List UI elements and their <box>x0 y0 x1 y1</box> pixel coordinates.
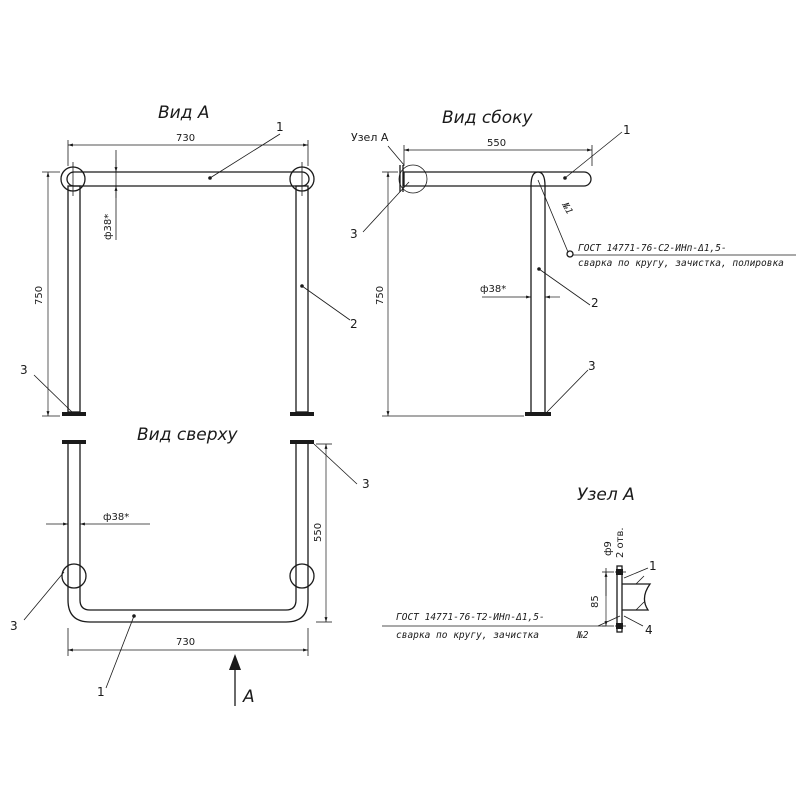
top-depth-label: 550 <box>313 523 324 542</box>
top-u-tube-inner <box>79 444 297 611</box>
node-callout-1: 1 <box>649 559 657 573</box>
side-diameter-label: ф38* <box>480 284 506 295</box>
side-callout-3a: 3 <box>350 227 358 241</box>
side-node-label: Узел А <box>351 131 389 144</box>
node-weld-note-line2: сварка по кругу, зачистка <box>396 630 539 641</box>
node-weld-mark: №2 <box>576 630 589 641</box>
front-left-post <box>67 185 81 413</box>
side-base <box>525 412 551 416</box>
side-callout-2: 2 <box>591 296 599 310</box>
top-width-label: 730 <box>176 637 195 648</box>
top-left-base <box>62 440 86 444</box>
top-view: Вид сверху 550 730 ф38* А 1 <box>10 425 370 707</box>
node-callout-4: 4 <box>645 623 653 637</box>
top-u-tube-outer <box>67 444 309 623</box>
side-height-label: 750 <box>375 286 386 305</box>
front-view-title: Вид А <box>158 103 210 123</box>
front-callout-2: 2 <box>350 317 358 331</box>
top-diameter-label: ф38* <box>103 512 129 523</box>
side-weld-mark: №1 <box>559 200 575 216</box>
top-callout-3a: 3 <box>362 477 370 491</box>
side-callout-3b: 3 <box>588 359 596 373</box>
top-callout-3b: 3 <box>10 619 18 633</box>
front-view: Вид А 730 750 ф38* 1 <box>20 103 358 417</box>
side-view: Вид сбоку 550 750 ф38* Узел А №1 Г <box>350 108 796 417</box>
side-weld-note-line2: сварка по кругу, зачистка, полировка <box>578 258 784 269</box>
front-right-base <box>290 412 314 416</box>
front-left-base <box>62 412 86 416</box>
top-callout-1: 1 <box>97 685 105 699</box>
node-view-title: Узел А <box>577 485 635 505</box>
side-weld-note-line1: ГОСТ 14771-76-С2-ИНп-Δ1,5- <box>578 243 727 254</box>
side-view-title: Вид сбоку <box>442 108 533 128</box>
node-holes-count: 2 отв. <box>615 527 626 558</box>
front-callout-1: 1 <box>276 120 284 134</box>
node-weld-note-line1: ГОСТ 14771-76-Т2-ИНп-Δ1,5- <box>396 612 545 623</box>
side-node-circle <box>398 164 428 194</box>
node-size-label: 85 <box>590 595 601 608</box>
side-post <box>530 171 546 412</box>
front-width-label: 730 <box>176 133 195 144</box>
node-hole-label: ф9 <box>603 541 614 556</box>
top-right-base <box>290 440 314 444</box>
side-width-label: 550 <box>487 138 506 149</box>
front-height-label: 750 <box>34 286 45 305</box>
front-diameter-label: ф38* <box>103 214 114 240</box>
front-top-rail <box>66 171 310 187</box>
top-view-title: Вид сверху <box>137 425 239 445</box>
node-a-detail: Узел А ф9 2 отв. 85 1 4 ГОСТ 14771-76-Т2… <box>382 485 657 641</box>
top-arrow-label: А <box>242 687 255 707</box>
front-callout-3: 3 <box>20 363 28 377</box>
front-right-post <box>295 185 309 413</box>
side-callout-1: 1 <box>623 123 631 137</box>
side-top-rail <box>403 171 592 187</box>
